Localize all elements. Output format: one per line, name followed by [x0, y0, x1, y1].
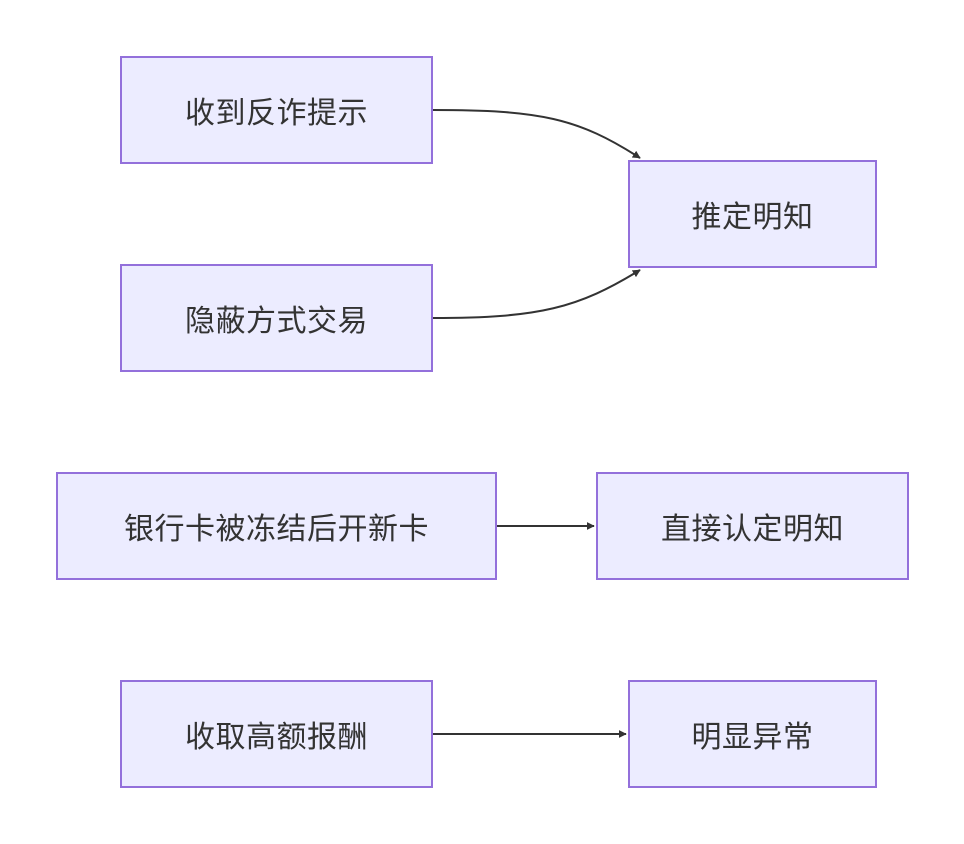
node-label: 明显异常: [691, 720, 814, 755]
node-covert-trading: 隐蔽方式交易: [120, 264, 433, 372]
edge-anti-fraud-notice-to-presumed-knowledge: [432, 109, 641, 159]
edge-covert-trading-to-presumed-knowledge: [432, 269, 641, 319]
node-label: 隐蔽方式交易: [185, 304, 368, 339]
node-direct-knowledge: 直接认定明知: [596, 472, 909, 580]
node-label: 银行卡被冻结后开新卡: [124, 512, 429, 547]
node-high-compensation: 收取高额报酬: [120, 680, 433, 788]
node-new-card-after-freeze: 银行卡被冻结后开新卡: [56, 472, 497, 580]
node-label: 推定明知: [691, 200, 814, 235]
node-label: 直接认定明知: [661, 512, 844, 547]
node-presumed-knowledge: 推定明知: [628, 160, 877, 268]
node-label: 收取高额报酬: [185, 720, 368, 755]
node-obviously-abnormal: 明显异常: [628, 680, 877, 788]
node-anti-fraud-notice: 收到反诈提示: [120, 56, 433, 164]
node-label: 收到反诈提示: [185, 96, 368, 131]
